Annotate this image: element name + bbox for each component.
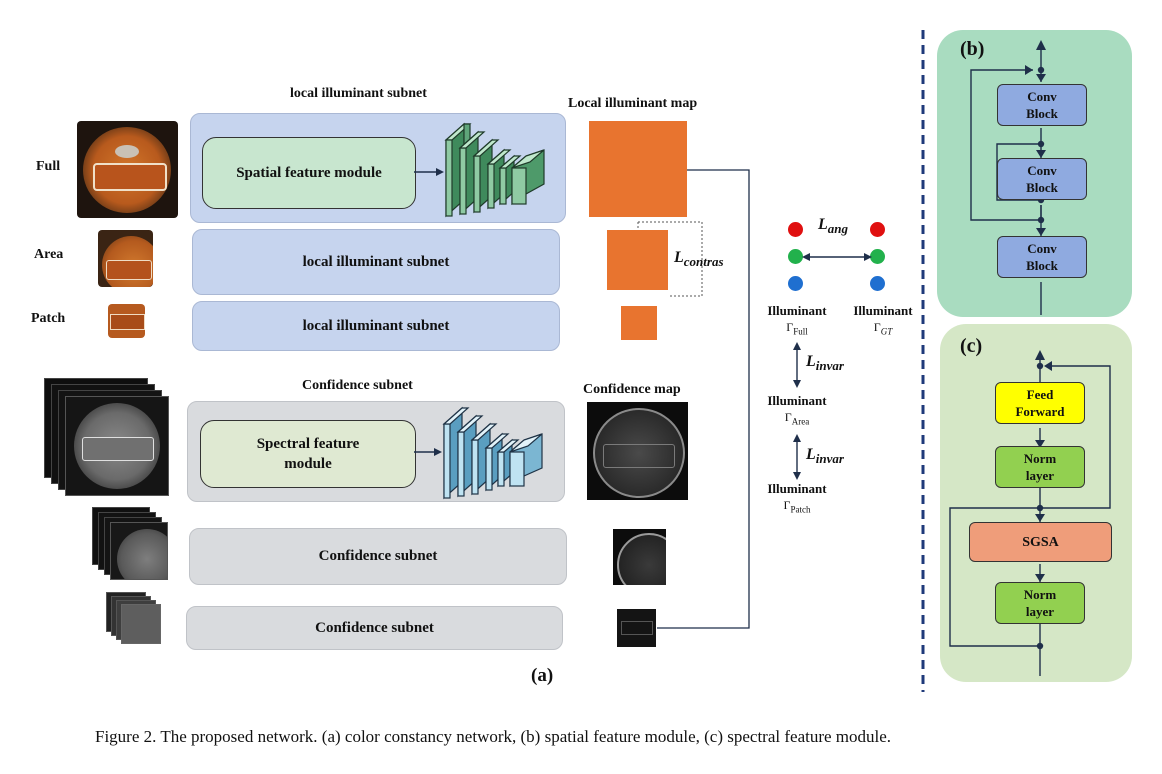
conv-block-2: Conv Block <box>997 158 1087 200</box>
row-label-area: Area <box>34 247 64 262</box>
conv-block-3: Conv Block <box>997 236 1087 278</box>
angular-loss-symbol: L <box>818 216 828 233</box>
panel-c-label: (c) <box>960 335 983 357</box>
invariance-loss-symbol-2: L <box>806 446 816 463</box>
spatial-layer-stack <box>444 122 545 218</box>
sgsa-block: SGSA <box>969 522 1112 562</box>
local-illuminant-map-label: Local illuminant map <box>568 96 698 111</box>
confidence-subnet-patch-label: Confidence subnet <box>315 619 434 636</box>
invariance-loss-label-2: Linvar <box>806 446 844 467</box>
gamma-patch-symbol: Γ <box>783 498 791 512</box>
confidence-subnet-area: Confidence subnet <box>189 528 567 585</box>
invariance-loss-subscript-2: invar <box>815 451 844 467</box>
angular-loss-arrow <box>802 253 872 261</box>
gamma-full-symbol: Γ <box>786 320 794 334</box>
gamma-patch: ΓPatch <box>762 498 832 514</box>
conv-block-2-label: Conv Block <box>1026 163 1058 195</box>
confidence-map-area <box>613 529 666 585</box>
gamma-area-subscript: Area <box>791 416 810 427</box>
panel-divider <box>921 30 925 692</box>
contrastive-bracket <box>637 221 703 297</box>
norm-layer-block-bottom: Norm layer <box>995 582 1085 624</box>
connector-line <box>657 169 750 629</box>
spatial-feature-module-label: Spatial feature module <box>236 165 382 181</box>
illuminant-gt-label: Illuminant <box>853 303 913 318</box>
angular-loss-label: Lang <box>818 216 848 237</box>
local-subnet-header: local illuminant subnet <box>290 86 427 101</box>
local-subnet-patch-label: local illuminant subnet <box>302 317 450 334</box>
confidence-map-patch <box>617 609 656 647</box>
local-subnet-patch: local illuminant subnet <box>192 301 560 351</box>
area-spectral-stack <box>92 507 172 587</box>
spatial-feature-module: Spatial feature module <box>202 137 416 209</box>
gamma-gt: ΓGT <box>848 320 918 336</box>
gamma-area: ΓArea <box>762 410 832 426</box>
spectral-feature-module: Spectral feature module <box>200 420 416 488</box>
spatial-module-arrow <box>414 168 444 176</box>
gamma-full-subscript: Full <box>793 326 808 337</box>
invariance-loss-subscript-1: invar <box>815 358 844 374</box>
full-blue-dot <box>788 276 803 291</box>
norm-layer-block-top: Norm layer <box>995 446 1085 488</box>
invariance-arrow-2 <box>793 434 801 480</box>
norm-layer-bottom-label: Norm layer <box>1023 587 1057 619</box>
invariance-loss-symbol-1: L <box>806 353 816 370</box>
full-spectral-stack <box>44 378 174 503</box>
row-label-patch: Patch <box>31 311 66 326</box>
contrastive-loss-symbol: L <box>674 249 684 266</box>
confidence-map-label: Confidence map <box>583 382 681 397</box>
gt-blue-dot <box>870 276 885 291</box>
area-image <box>98 230 153 287</box>
invariance-loss-label-1: Linvar <box>806 353 844 374</box>
gamma-gt-symbol: Γ <box>873 320 881 334</box>
illuminant-patch-label: Illuminant <box>767 481 827 496</box>
full-green-dot <box>788 249 803 264</box>
confidence-map-full <box>587 402 688 500</box>
patch-spectral-stack <box>106 592 166 648</box>
confidence-subnet-area-label: Confidence subnet <box>318 548 438 564</box>
norm-layer-top-label: Norm layer <box>1023 451 1057 483</box>
spectral-layer-stack <box>442 406 543 500</box>
gt-green-dot <box>870 249 885 264</box>
illuminant-area-label: Illuminant <box>767 393 827 408</box>
figure-caption: Figure 2. The proposed network. (a) colo… <box>95 727 892 746</box>
row-label-full: Full <box>36 159 61 174</box>
local-subnet-area: local illuminant subnet <box>192 229 560 295</box>
angular-loss-subscript: ang <box>827 221 849 237</box>
illuminant-full-label: Illuminant <box>767 303 827 318</box>
gt-red-dot <box>870 222 885 237</box>
local-map-area <box>607 230 668 290</box>
contrastive-loss-label: Lcontras <box>674 249 724 270</box>
spectral-module-arrow <box>414 448 442 456</box>
full-red-dot <box>788 222 803 237</box>
gamma-patch-subscript: Patch <box>790 504 811 515</box>
feed-forward-label: Feed Forward <box>1015 387 1065 419</box>
feed-forward-block: Feed Forward <box>995 382 1085 424</box>
panel-c-connections <box>949 350 1111 676</box>
local-map-full <box>589 121 687 217</box>
spectral-feature-module-label: Spectral feature module <box>256 436 360 472</box>
contrastive-loss-subscript: contras <box>683 254 724 270</box>
confidence-subnet-patch: Confidence subnet <box>186 606 563 650</box>
confidence-subnet-header: Confidence subnet <box>302 378 413 393</box>
conv-block-3-label: Conv Block <box>1026 241 1058 273</box>
conv-block-1: Conv Block <box>997 84 1087 126</box>
gamma-full: ΓFull <box>762 320 832 336</box>
conv-block-1-label: Conv Block <box>1026 89 1058 121</box>
gamma-gt-subscript: GT <box>880 326 893 337</box>
full-image <box>77 121 178 218</box>
local-map-patch <box>621 306 657 340</box>
invariance-arrow-1 <box>793 342 801 388</box>
sgsa-label: SGSA <box>1022 534 1059 550</box>
patch-image <box>108 304 145 338</box>
gamma-area-symbol: Γ <box>784 410 792 424</box>
panel-a-label: (a) <box>531 665 554 686</box>
panel-b-label: (b) <box>960 38 985 60</box>
local-subnet-area-label: local illuminant subnet <box>302 253 450 270</box>
